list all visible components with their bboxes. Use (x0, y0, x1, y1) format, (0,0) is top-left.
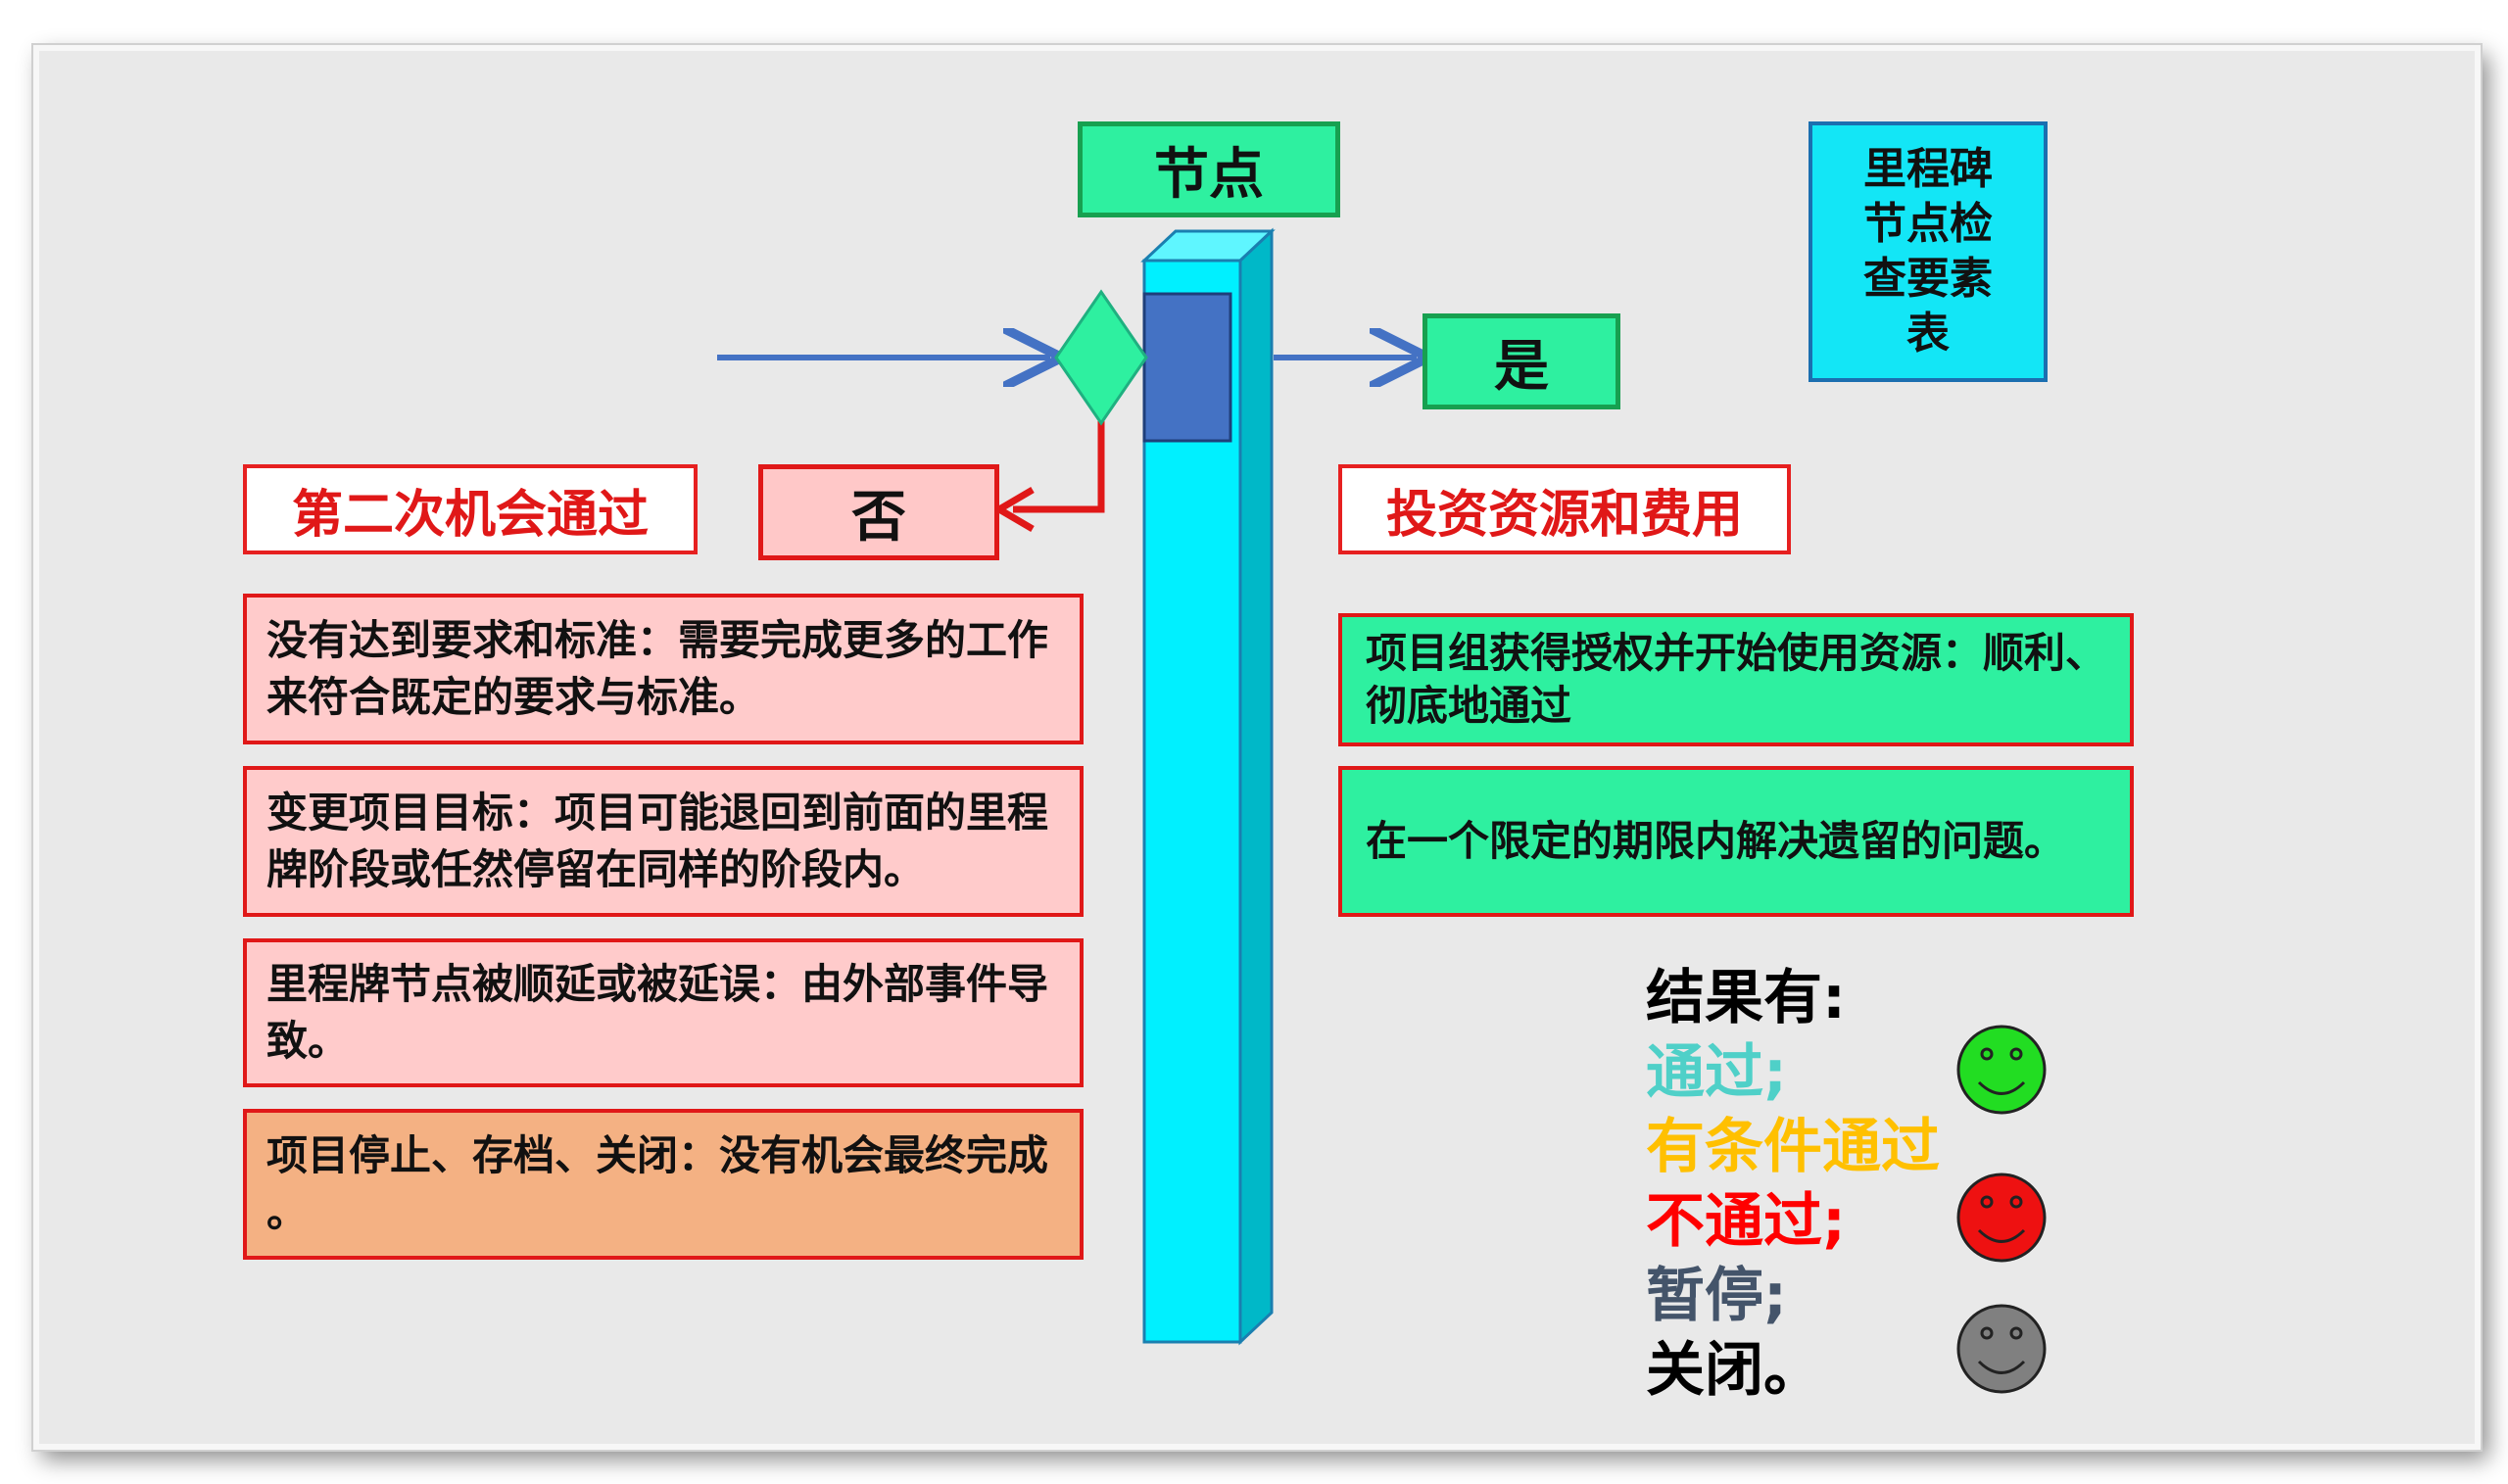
checklist-line: 节点检 (1863, 199, 1993, 249)
checklist-line: 里程碑 (1863, 144, 1993, 194)
fail-item-text: 里程牌节点被顺延或被延误：由外部事件导致。 (266, 960, 1049, 1065)
result-paused: 暂停; (1646, 1262, 1787, 1330)
checklist-line: 查要素 (1863, 254, 1993, 304)
fail-item: 里程牌节点被顺延或被延误：由外部事件导致。 (243, 938, 1084, 1087)
invest-label: 投资资源和费用 (1338, 464, 1791, 554)
checklist-line: 表 (1906, 309, 1950, 359)
fail-item: 变更项目目标：项目可能退回到前面的里程牌阶段或任然停留在同样的阶段内。 (243, 766, 1084, 917)
smiley-gray-icon (1956, 1304, 2047, 1394)
pass-item-text: 项目组获得授权并开始使用资源：顺利、彻底地通过 (1366, 629, 2107, 730)
column-side-face (1238, 227, 1274, 1346)
fail-item-text: 变更项目目标：项目可能退回到前面的里程牌阶段或任然停留在同样的阶段内。 (266, 789, 1049, 893)
smiley-red-icon (1956, 1173, 2047, 1263)
decision-diamond-icon (1054, 289, 1148, 426)
result-conditional-pass: 有条件通过 (1646, 1113, 1940, 1181)
pass-item-text: 在一个限定的期限内解决遗留的问题。 (1366, 817, 2066, 865)
fail-item: 没有达到要求和标准：需要完成更多的工作来符合既定的要求与标准。 (243, 594, 1084, 744)
gate-column (1140, 227, 1276, 1346)
fail-item-text: 项目停止、存档、关闭：没有机会最终完成 。 (266, 1131, 1049, 1236)
checklist-title: 里程碑 节点检 查要素 表 (1809, 121, 2048, 382)
no-label: 否 (758, 464, 999, 560)
result-pass: 通过; (1646, 1038, 1787, 1107)
fail-item-closed: 项目停止、存档、关闭：没有机会最终完成 。 (243, 1109, 1084, 1260)
fail-item-text: 没有达到要求和标准：需要完成更多的工作来符合既定的要求与标准。 (266, 616, 1049, 721)
second-chance-label: 第二次机会通过 (243, 464, 698, 554)
smiley-green-icon (1956, 1025, 2047, 1115)
result-fail: 不通过; (1646, 1187, 1846, 1256)
column-marker (1142, 292, 1232, 443)
node-title: 节点 (1078, 121, 1340, 217)
results-title: 结果有: (1646, 964, 1846, 1032)
no-arrow (992, 421, 1105, 533)
yes-label: 是 (1423, 313, 1620, 409)
pass-item: 在一个限定的期限内解决遗留的问题。 (1338, 766, 2134, 917)
result-closed: 关闭。 (1646, 1336, 1822, 1405)
pass-item: 项目组获得授权并开始使用资源：顺利、彻底地通过 (1338, 613, 2134, 746)
